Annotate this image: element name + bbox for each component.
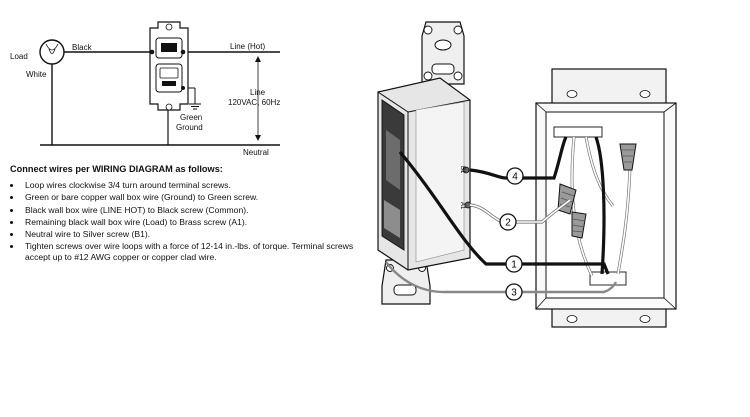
instructions-list: Loop wires clockwise 3/4 turn around ter…: [10, 180, 360, 263]
green-label: Green: [180, 113, 203, 122]
instructions: Connect wires per WIRING DIAGRAM as foll…: [10, 164, 360, 265]
box-black-wire: [594, 136, 606, 275]
line-hot-label: Line (Hot): [230, 42, 266, 51]
load-label: Load: [10, 52, 28, 61]
schematic-diagram: [39, 21, 280, 146]
wire-nut-icon: [619, 143, 637, 171]
ground-label: Ground: [176, 123, 203, 132]
terminal-label-a1: A1: [459, 202, 465, 210]
callout-3: 3: [505, 283, 523, 301]
instructions-heading: Connect wires per WIRING DIAGRAM as foll…: [10, 164, 223, 174]
line-label: Line: [250, 88, 266, 97]
callout-3-number: 3: [511, 288, 517, 299]
white-label: White: [26, 70, 47, 79]
wire-4-black: [469, 136, 568, 180]
combination-device-icon: [149, 21, 189, 111]
black-label: Black: [72, 43, 92, 52]
callout-2: 2: [499, 213, 517, 231]
wire-3-ground: [385, 261, 618, 294]
callout-2-number: 2: [505, 218, 511, 229]
instruction-item: Neutral wire to Silver screw (B1).: [22, 229, 360, 240]
voltage-label: 120VAC, 60Hz: [228, 98, 281, 107]
callout-4: 4: [506, 167, 524, 185]
neutral-label: Neutral: [243, 148, 269, 157]
callout-1-number: 1: [511, 260, 517, 271]
instruction-item: Green or bare copper wall box wire (Grou…: [22, 192, 360, 203]
instruction-item: Tighten screws over wire loops with a fo…: [22, 241, 360, 263]
wire-nut-icon: [571, 211, 587, 239]
wire-1-black: [398, 150, 610, 275]
instruction-item: Remaining black wall box wire (Load) to …: [22, 217, 360, 228]
callout-1: 1: [505, 255, 523, 273]
callout-4-number: 4: [512, 172, 518, 183]
instruction-item: Black wall box wire (LINE HOT) to Black …: [22, 205, 360, 216]
bulb-icon: [39, 39, 65, 65]
combination-device-body: [377, 77, 472, 271]
installation-illustration: B1 A1 4 2 1 3: [377, 21, 677, 328]
terminal-label-b1: B1: [459, 166, 465, 174]
instruction-item: Loop wires clockwise 3/4 turn around ter…: [22, 180, 360, 191]
